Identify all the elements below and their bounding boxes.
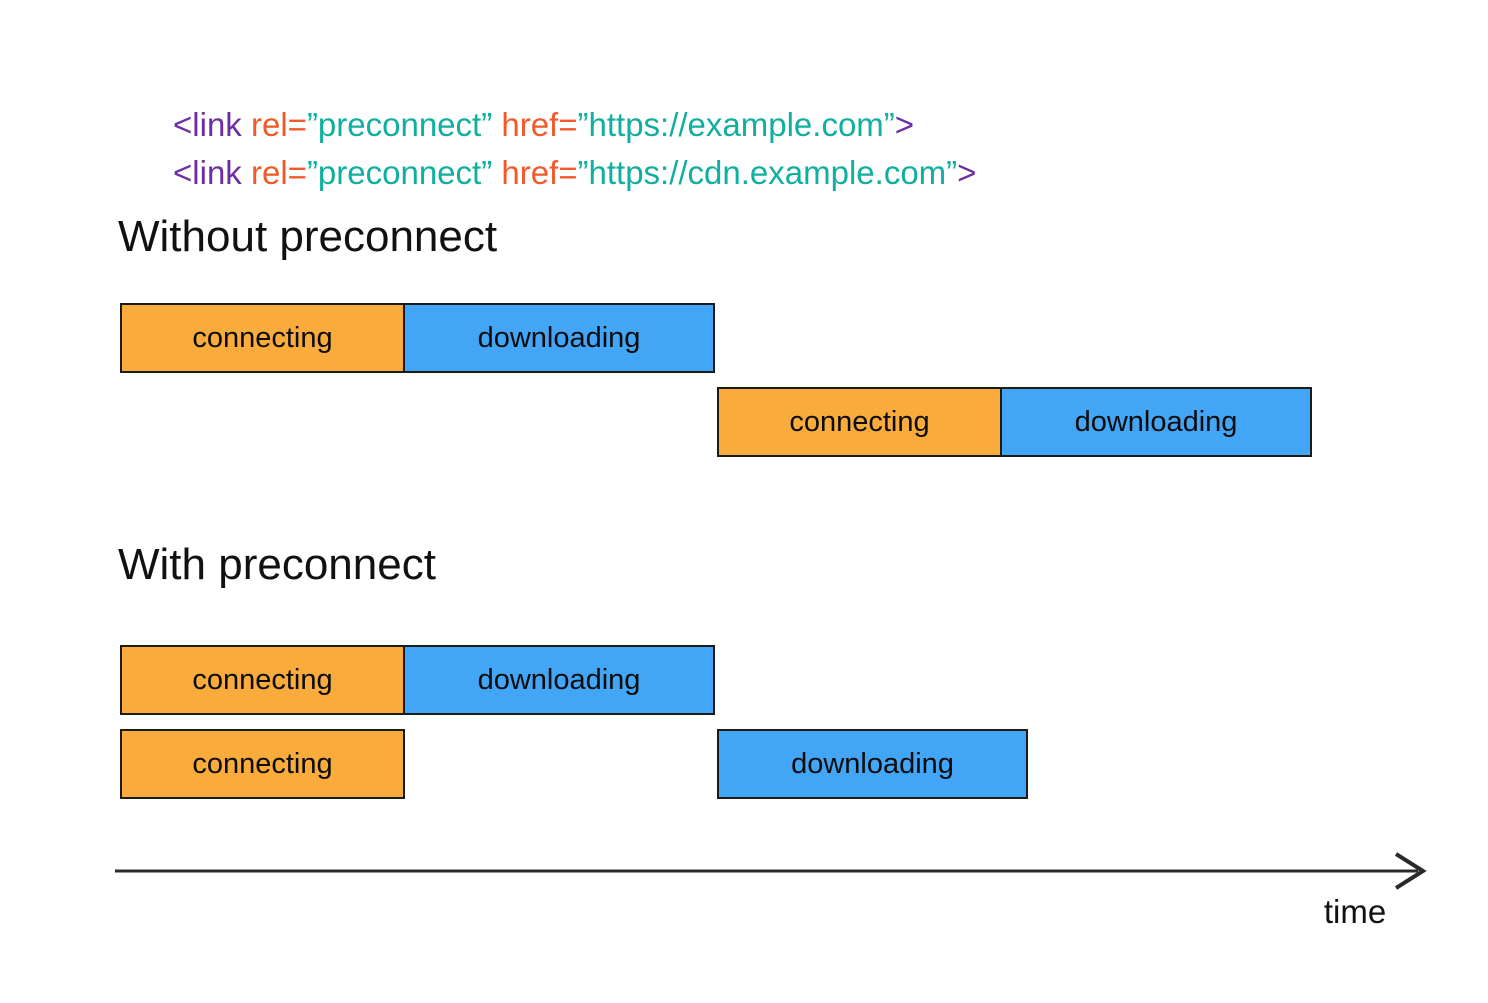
code-line-1: <link rel=”preconnect” href=”https://exa…	[118, 68, 914, 182]
downloading-bar-label: downloading	[1074, 405, 1238, 438]
connecting-bar-label: connecting	[192, 663, 333, 696]
downloading-bar-label: downloading	[477, 663, 641, 696]
connecting-bar-label: connecting	[789, 405, 930, 438]
connecting-bar: connecting	[120, 645, 405, 715]
time-axis-label: time	[1323, 893, 1387, 930]
downloading-bar: downloading	[403, 645, 715, 715]
connecting-bar: connecting	[120, 729, 405, 799]
code-token-rel-attr: rel=	[241, 154, 307, 191]
code-line-2: <link rel=”preconnect” href=”https://cdn…	[118, 116, 976, 230]
connecting-bar: connecting	[717, 387, 1002, 457]
downloading-bar: downloading	[1000, 387, 1312, 457]
code-token-rel-value: ”preconnect”	[306, 154, 493, 191]
code-token-href-value: ”https://cdn.example.com”	[577, 154, 958, 191]
code-token-href-attr: href=	[492, 106, 578, 143]
code-token-href-value: ”https://example.com”	[577, 106, 895, 143]
code-token-bracket-close: >	[894, 106, 915, 143]
downloading-bar: downloading	[403, 303, 715, 373]
heading-with-preconnect: With preconnect	[118, 540, 436, 589]
connecting-bar: connecting	[120, 303, 405, 373]
code-token-tag-open: <link	[173, 154, 242, 191]
code-token-href-attr: href=	[492, 154, 578, 191]
downloading-bar: downloading	[717, 729, 1028, 799]
code-token-rel-attr: rel=	[241, 106, 307, 143]
arrow-right-icon	[1394, 852, 1427, 890]
code-token-bracket-close: >	[957, 154, 977, 191]
downloading-bar-label: downloading	[791, 747, 954, 780]
time-axis	[115, 852, 1427, 890]
downloading-bar-label: downloading	[477, 321, 641, 354]
code-token-rel-value: ”preconnect”	[306, 106, 493, 143]
code-token-tag-open: <link	[173, 106, 242, 143]
connecting-bar-label: connecting	[192, 321, 333, 354]
connecting-bar-label: connecting	[192, 747, 333, 780]
heading-without-preconnect: Without preconnect	[118, 212, 498, 261]
